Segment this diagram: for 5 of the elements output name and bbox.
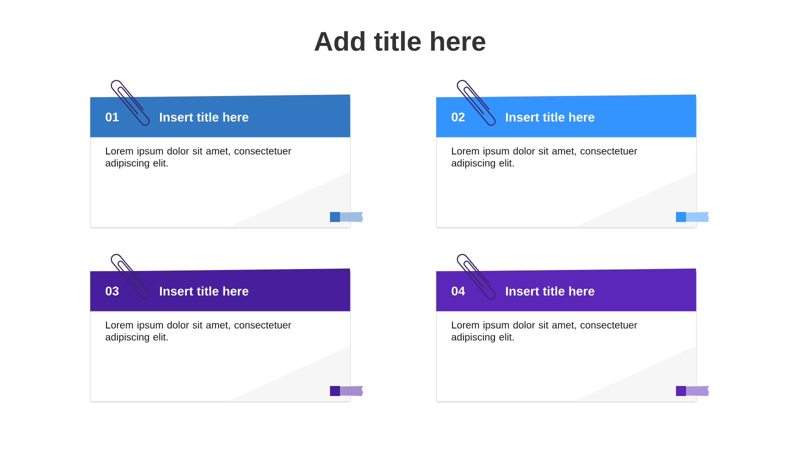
body-text: Lorem ipsum dolor sit amet, consectetuer adipiscing elit. <box>106 147 292 169</box>
title: Add title here <box>314 31 486 51</box>
body-text: Lorem ipsum dolor sit amet, consectetuer adipiscing elit. <box>452 321 638 343</box>
body-text: Lorem ipsum dolor sit amet, consectetuer adipiscing elit. <box>106 321 292 343</box>
body-text: Lorem ipsum dolor sit amet, consectetuer adipiscing elit. <box>452 147 638 169</box>
